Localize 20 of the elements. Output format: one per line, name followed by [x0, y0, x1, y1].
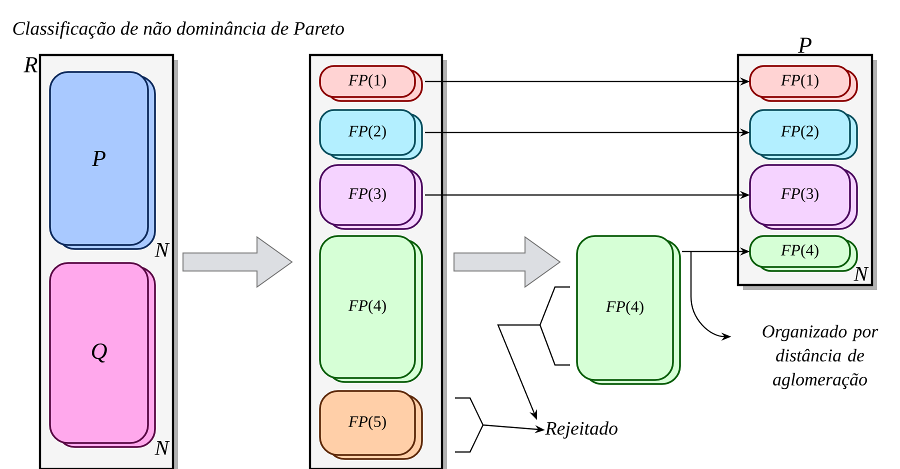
rejected-label: Rejeitado [545, 421, 618, 439]
count-label: N [154, 243, 170, 257]
stacked-box: FP(4) [576, 235, 681, 385]
stacked-box: FP(1) [319, 65, 423, 102]
stacked-box: FP(1) [749, 65, 858, 102]
stacked-box: FP(3) [319, 164, 423, 230]
stacked-box: FP(5) [319, 390, 423, 460]
stacked-box: P [49, 71, 156, 250]
stacked-box: FP(2) [749, 109, 858, 160]
node-label: R [24, 57, 38, 72]
stacked-box: Q [49, 262, 156, 448]
count-label: N [154, 441, 170, 455]
stacked-box: FP(2) [319, 109, 423, 160]
block-arrow [182, 236, 293, 288]
stacked-box: FP(4) [319, 235, 423, 383]
note-text: Organizado por distância de aglomeração [762, 324, 878, 390]
title: Classificação de não dominância de Pareto [13, 21, 344, 39]
block-arrow [454, 236, 561, 288]
node-label: P [798, 38, 812, 53]
stacked-box: FP(3) [749, 164, 858, 230]
